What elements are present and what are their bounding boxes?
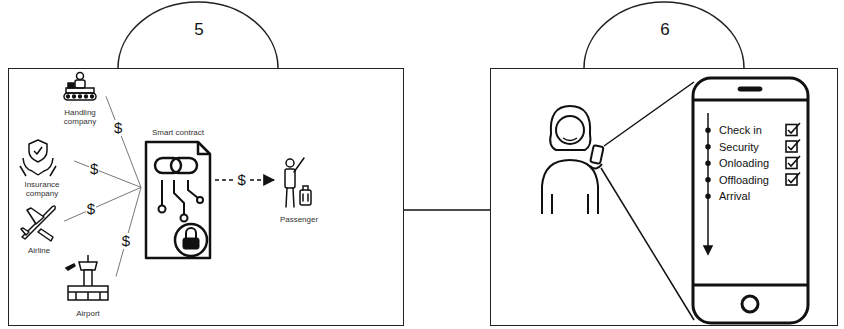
timeline-arrow	[704, 113, 712, 254]
passenger-icon	[285, 158, 311, 207]
node-label: Insurance company	[10, 180, 74, 198]
smart-contract-icon	[146, 142, 210, 258]
connector	[74, 161, 141, 188]
icon-node: Airport	[60, 256, 116, 318]
connector	[64, 187, 141, 221]
node-label: Airport	[76, 309, 100, 318]
checkboxes	[786, 123, 800, 185]
callout-number: 6	[645, 19, 685, 41]
panel-tabs	[118, 2, 744, 68]
edge-label: $	[113, 120, 123, 136]
node-label: Passenger	[280, 215, 318, 224]
node-label: Smart contract	[152, 128, 204, 137]
connector	[404, 209, 490, 211]
node-label: Airline	[28, 246, 50, 255]
zoom-lines	[601, 82, 694, 320]
insurance-icon	[20, 140, 56, 176]
phone-outline	[693, 78, 808, 323]
checklist-item: Arrival	[719, 188, 814, 205]
person-with-phone	[542, 106, 604, 214]
panel: 6Check inSecurityOnloadingOffloadingArri…	[490, 68, 838, 326]
smart-contract: Smart contract	[141, 128, 215, 263]
node-label: Handling company	[54, 108, 106, 126]
callout-number: 5	[179, 19, 219, 41]
checklist-item: Offloading	[719, 172, 814, 189]
edge-label: $	[121, 233, 131, 249]
icon-node: Handling company	[54, 72, 106, 126]
checklist-item: Onloading	[719, 155, 814, 172]
connector	[116, 187, 141, 276]
phone-screen: Check inSecurityOnloadingOffloadingArriv…	[693, 78, 814, 323]
icon-node: Passenger	[274, 152, 324, 224]
handling-company-icon	[64, 73, 96, 101]
airline-icon	[21, 206, 55, 241]
panel: 5Handling companyInsurance companyAirlin…	[8, 68, 404, 326]
icon-node: Airline	[14, 203, 64, 255]
icon-node: Insurance company	[10, 140, 74, 198]
checklist-item: Security	[719, 139, 814, 156]
checklist-item: Check in	[719, 122, 814, 139]
edge-label: $	[236, 172, 246, 188]
connector	[106, 96, 141, 187]
edge-label: $	[86, 201, 96, 217]
airport-icon	[66, 255, 108, 300]
edge-label: $	[89, 161, 99, 177]
